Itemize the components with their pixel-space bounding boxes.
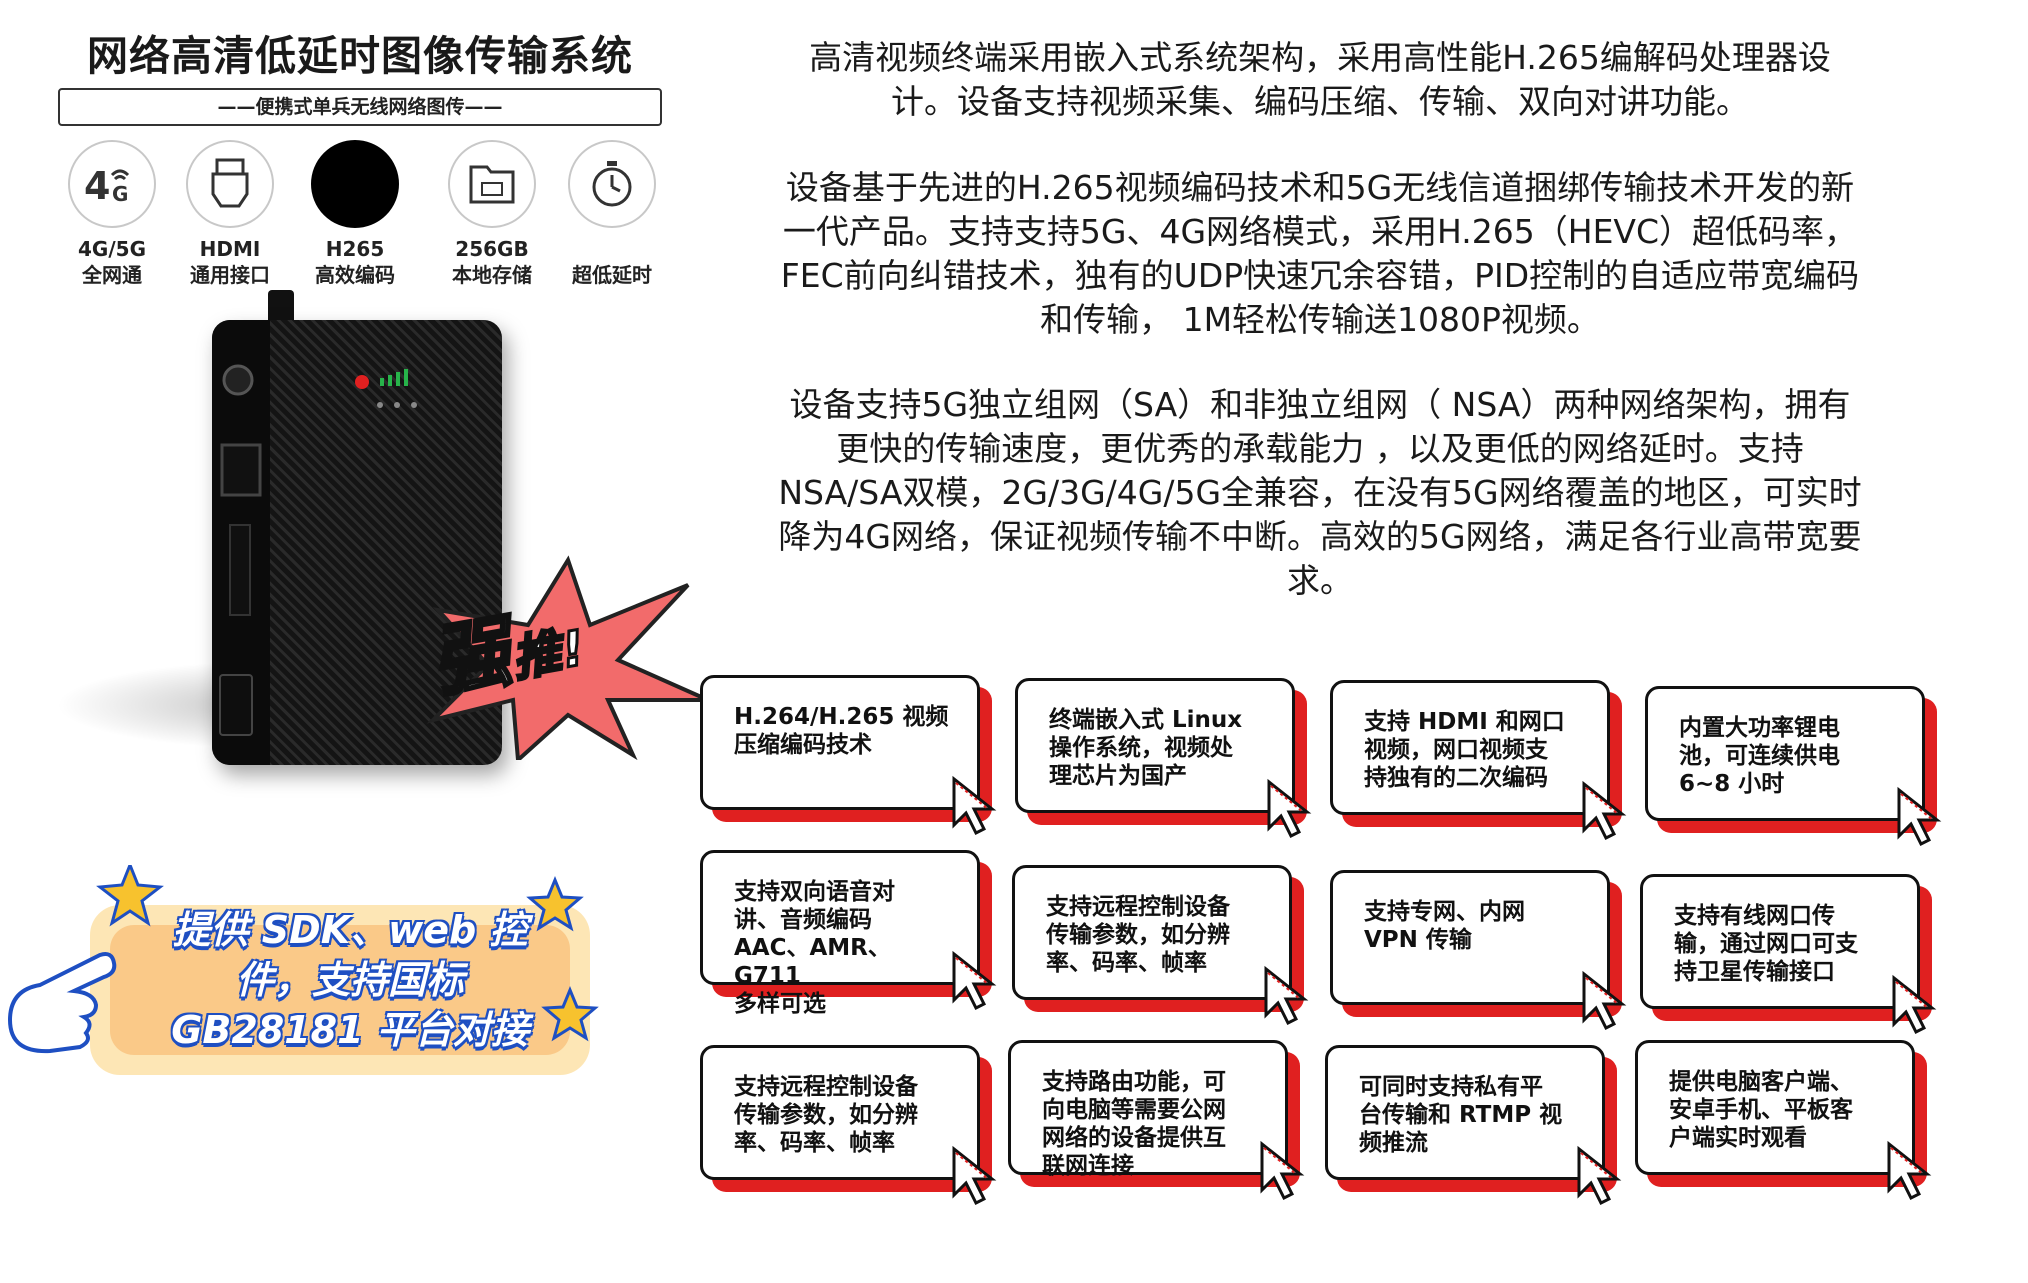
- feature-label: H265: [325, 237, 385, 261]
- cursor-icon: [950, 950, 1012, 1012]
- card-face: [700, 850, 980, 985]
- device-ports: [219, 364, 417, 736]
- cursor-icon: [1258, 1140, 1320, 1202]
- card-face: [1640, 874, 1920, 1009]
- badge-main: 强: [423, 605, 520, 711]
- feature-card: 支持专网、内网 VPN 传输: [1330, 870, 1627, 1031]
- feature-card: 支持远程控制设备 传输参数，如分辨 率、码率、帧率: [700, 1045, 997, 1206]
- card-text: 支持远程控制设备 传输参数，如分辨 率、码率、帧率: [734, 1074, 918, 1156]
- feature-label: 本地存储: [452, 263, 532, 287]
- feature-card: 支持远程控制设备 传输参数，如分辨 率、码率、帧率: [1012, 865, 1309, 1026]
- feature-hdmi: HDMI 通用接口: [170, 140, 290, 288]
- feature-label: 超低延时: [572, 263, 652, 287]
- card-text: 支持 HDMI 和网口 视频，网口视频支 持独有的二次编码: [1364, 709, 1565, 791]
- card-text: 支持远程控制设备 传输参数，如分辨 率、码率、帧率: [1046, 894, 1230, 976]
- card-face: [1635, 1040, 1915, 1175]
- card-face: [1325, 1045, 1605, 1180]
- feature-latency: 超低延时: [552, 140, 672, 288]
- card-face: [1330, 870, 1610, 1005]
- pointing-hand-icon: [7, 952, 117, 1054]
- card-text: 支持双向语音对 讲、音频编码 AAC、AMR、G711 多样可选: [734, 879, 895, 1017]
- star-icon: [541, 986, 599, 1042]
- h265-icon: [311, 140, 399, 228]
- description-paragraph-2: 设备基于先进的H.265视频编码技术和5G无线信道捆绑传输技术开发的新 一代产品…: [780, 168, 1860, 339]
- feature-card: 支持双向语音对 讲、音频编码 AAC、AMR、G711 多样可选: [700, 850, 997, 1017]
- card-text: 提供电脑客户端、 安卓手机、平板客 户端实时观看: [1669, 1069, 1853, 1151]
- star-icon: [526, 876, 584, 932]
- sdk-highlight-background: [90, 865, 599, 1075]
- feature-card: H.264/H.265 视频 压缩编码技术: [700, 675, 997, 836]
- product-title: 网络高清低延时图像传输系统: [87, 32, 633, 80]
- card-text: 内置大功率锂电 池，可连续供电 6~8 小时: [1679, 715, 1840, 797]
- feature-card: 内置大功率锂电 池，可连续供电 6~8 小时: [1645, 686, 1942, 847]
- feature-label: [552, 236, 672, 262]
- cursor-icon: [1580, 780, 1642, 842]
- sdk-promo-text: 提供 SDK、web 控 件，支持国标 GB28181 平台对接: [171, 908, 529, 1052]
- feature-card: 终端嵌入式 Linux 操作系统，视频处 理芯片为国产: [1015, 678, 1312, 839]
- card-text: H.264/H.265 视频 压缩编码技术: [734, 704, 949, 758]
- stopwatch-icon: [568, 140, 656, 228]
- card-face: [1015, 678, 1295, 813]
- card-text: 支持专网、内网 VPN 传输: [1364, 899, 1525, 953]
- cursor-icon: [1885, 1140, 1947, 1202]
- card-face: [1008, 1040, 1288, 1175]
- cursor-icon: [1265, 778, 1327, 840]
- card-face: [1645, 686, 1925, 821]
- cursor-icon: [1895, 786, 1957, 848]
- cursor-icon: [1580, 970, 1642, 1032]
- cursor-icon: [1262, 965, 1324, 1027]
- card-face: [1012, 865, 1292, 1000]
- svg-text:4: 4: [84, 164, 110, 208]
- card-text: 可同时支持私有平 台传输和 RTMP 视 频推流: [1359, 1074, 1563, 1156]
- feature-label: 通用接口: [190, 263, 270, 287]
- description-paragraph-1: 高清视频终端采用嵌入式系统架构，采用高性能H.265编解码处理器设 计。设备支持…: [809, 38, 1831, 121]
- card-text: 支持路由功能，可 向电脑等需要公网 网络的设备提供互 联网连接: [1042, 1069, 1226, 1179]
- sdk-promo: 提供 SDK、web 控 件，支持国标 GB28181 平台对接: [100, 905, 600, 1055]
- hdmi-icon: [186, 140, 274, 228]
- cursor-icon: [1890, 974, 1952, 1036]
- feature-card: 支持有线网口传 输，通过网口可支 持卫星传输接口: [1640, 874, 1937, 1035]
- feature-h265: H265 高效编码: [295, 140, 415, 288]
- starburst-icon: [426, 555, 708, 760]
- feature-label: 4G/5G: [78, 237, 146, 261]
- feature-card: 支持 HDMI 和网口 视频，网口视频支 持独有的二次编码: [1330, 680, 1627, 841]
- cursor-icon: [1575, 1145, 1637, 1207]
- storage-icon: [448, 140, 536, 228]
- card-face: [700, 675, 980, 810]
- card-text: 终端嵌入式 Linux 操作系统，视频处 理芯片为国产: [1049, 707, 1243, 789]
- description-paragraph-3: 设备支持5G独立组网（SA）和非独立组网（ NSA）两种网络架构，拥有 更快的传…: [778, 385, 1862, 600]
- feature-label: 高效编码: [315, 263, 395, 287]
- card-face: [700, 1045, 980, 1180]
- feature-label: 256GB: [455, 237, 529, 261]
- product-subtitle: ——便携式单兵无线网络图传——: [58, 88, 662, 126]
- feature-card: 可同时支持私有平 台传输和 RTMP 视 频推流: [1325, 1045, 1622, 1206]
- cursor-icon: [950, 1145, 1012, 1207]
- star-icon: [96, 865, 164, 927]
- feature-card: 提供电脑客户端、 安卓手机、平板客 户端实时观看: [1635, 1040, 1932, 1201]
- badge-sub: 推!: [507, 618, 593, 689]
- cursor-icon: [950, 775, 1012, 837]
- feature-storage: 256GB 本地存储: [432, 140, 552, 288]
- card-face: [1330, 680, 1610, 815]
- svg-text:G: G: [112, 182, 128, 206]
- feature-label: 全网通: [82, 263, 142, 287]
- feature-label: HDMI: [199, 237, 261, 261]
- feature-card: 支持路由功能，可 向电脑等需要公网 网络的设备提供互 联网连接: [1008, 1040, 1305, 1201]
- card-text: 支持有线网口传 输，通过网口可支 持卫星传输接口: [1674, 903, 1858, 985]
